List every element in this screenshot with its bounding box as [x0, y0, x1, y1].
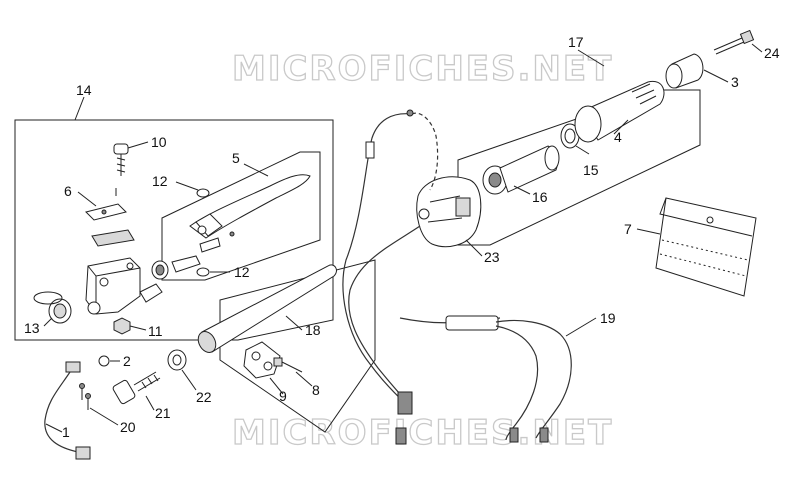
callout-12a: 12 [152, 173, 168, 189]
part-document-envelope [655, 197, 757, 297]
part-throttle-tube [482, 145, 560, 195]
callout-numbers: 1 2 3 4 5 6 7 8 9 10 11 12 12 13 14 15 1… [24, 34, 780, 440]
part-small-screws [79, 383, 91, 410]
callout-14: 14 [76, 82, 92, 98]
callout-11: 11 [148, 323, 163, 339]
part-screw-10 [113, 143, 129, 176]
callout-1: 1 [62, 424, 70, 440]
callout-22: 22 [196, 389, 212, 405]
callout-19: 19 [600, 310, 616, 326]
callout-12b: 12 [234, 264, 250, 280]
part-washer-12-bottom [196, 267, 210, 277]
part-switch-housing [416, 176, 482, 248]
leader-lines [43, 43, 763, 433]
callout-18: 18 [305, 322, 321, 338]
callout-21: 21 [155, 405, 171, 421]
part-nut-11 [113, 317, 131, 335]
callout-20: 20 [120, 419, 136, 435]
group-frame-5 [161, 151, 321, 281]
part-switch-wire [44, 361, 91, 460]
part-brake-lever [189, 174, 311, 253]
callout-7: 7 [624, 221, 632, 237]
callout-17: 17 [568, 34, 584, 50]
part-screw-24 [713, 29, 755, 55]
callout-8: 8 [312, 382, 320, 398]
callout-4: 4 [614, 129, 622, 145]
watermark-bottom: MICROFICHES.NET [232, 413, 613, 453]
callout-23: 23 [484, 249, 500, 265]
group-frame-14 [14, 119, 334, 341]
part-seal-13 [33, 291, 72, 324]
callout-24: 24 [764, 45, 780, 61]
part-clamp-9 [243, 341, 281, 379]
part-piston-assembly [139, 255, 201, 303]
callout-6: 6 [64, 183, 72, 199]
callout-5: 5 [232, 150, 240, 166]
callout-15: 15 [583, 162, 599, 178]
callout-10: 10 [151, 134, 167, 150]
watermark-top: MICROFICHES.NET [232, 49, 613, 89]
part-ring-15 [560, 123, 580, 149]
part-handlebar-tube [197, 264, 337, 353]
callout-2: 2 [123, 353, 131, 369]
callout-16: 16 [532, 189, 548, 205]
part-bar-end [665, 53, 704, 89]
callout-13: 13 [24, 320, 40, 336]
part-screw-8 [273, 357, 303, 373]
part-washer-22 [167, 349, 187, 371]
part-grip [574, 80, 665, 143]
part-washer-12-top [196, 188, 210, 198]
group-frame-18 [219, 259, 376, 433]
callout-3: 3 [731, 74, 739, 90]
part-bolt-21 [112, 371, 161, 405]
callout-9: 9 [279, 388, 287, 404]
part-cables [342, 109, 572, 445]
part-master-cylinder [85, 203, 141, 315]
part-ball [98, 355, 110, 367]
